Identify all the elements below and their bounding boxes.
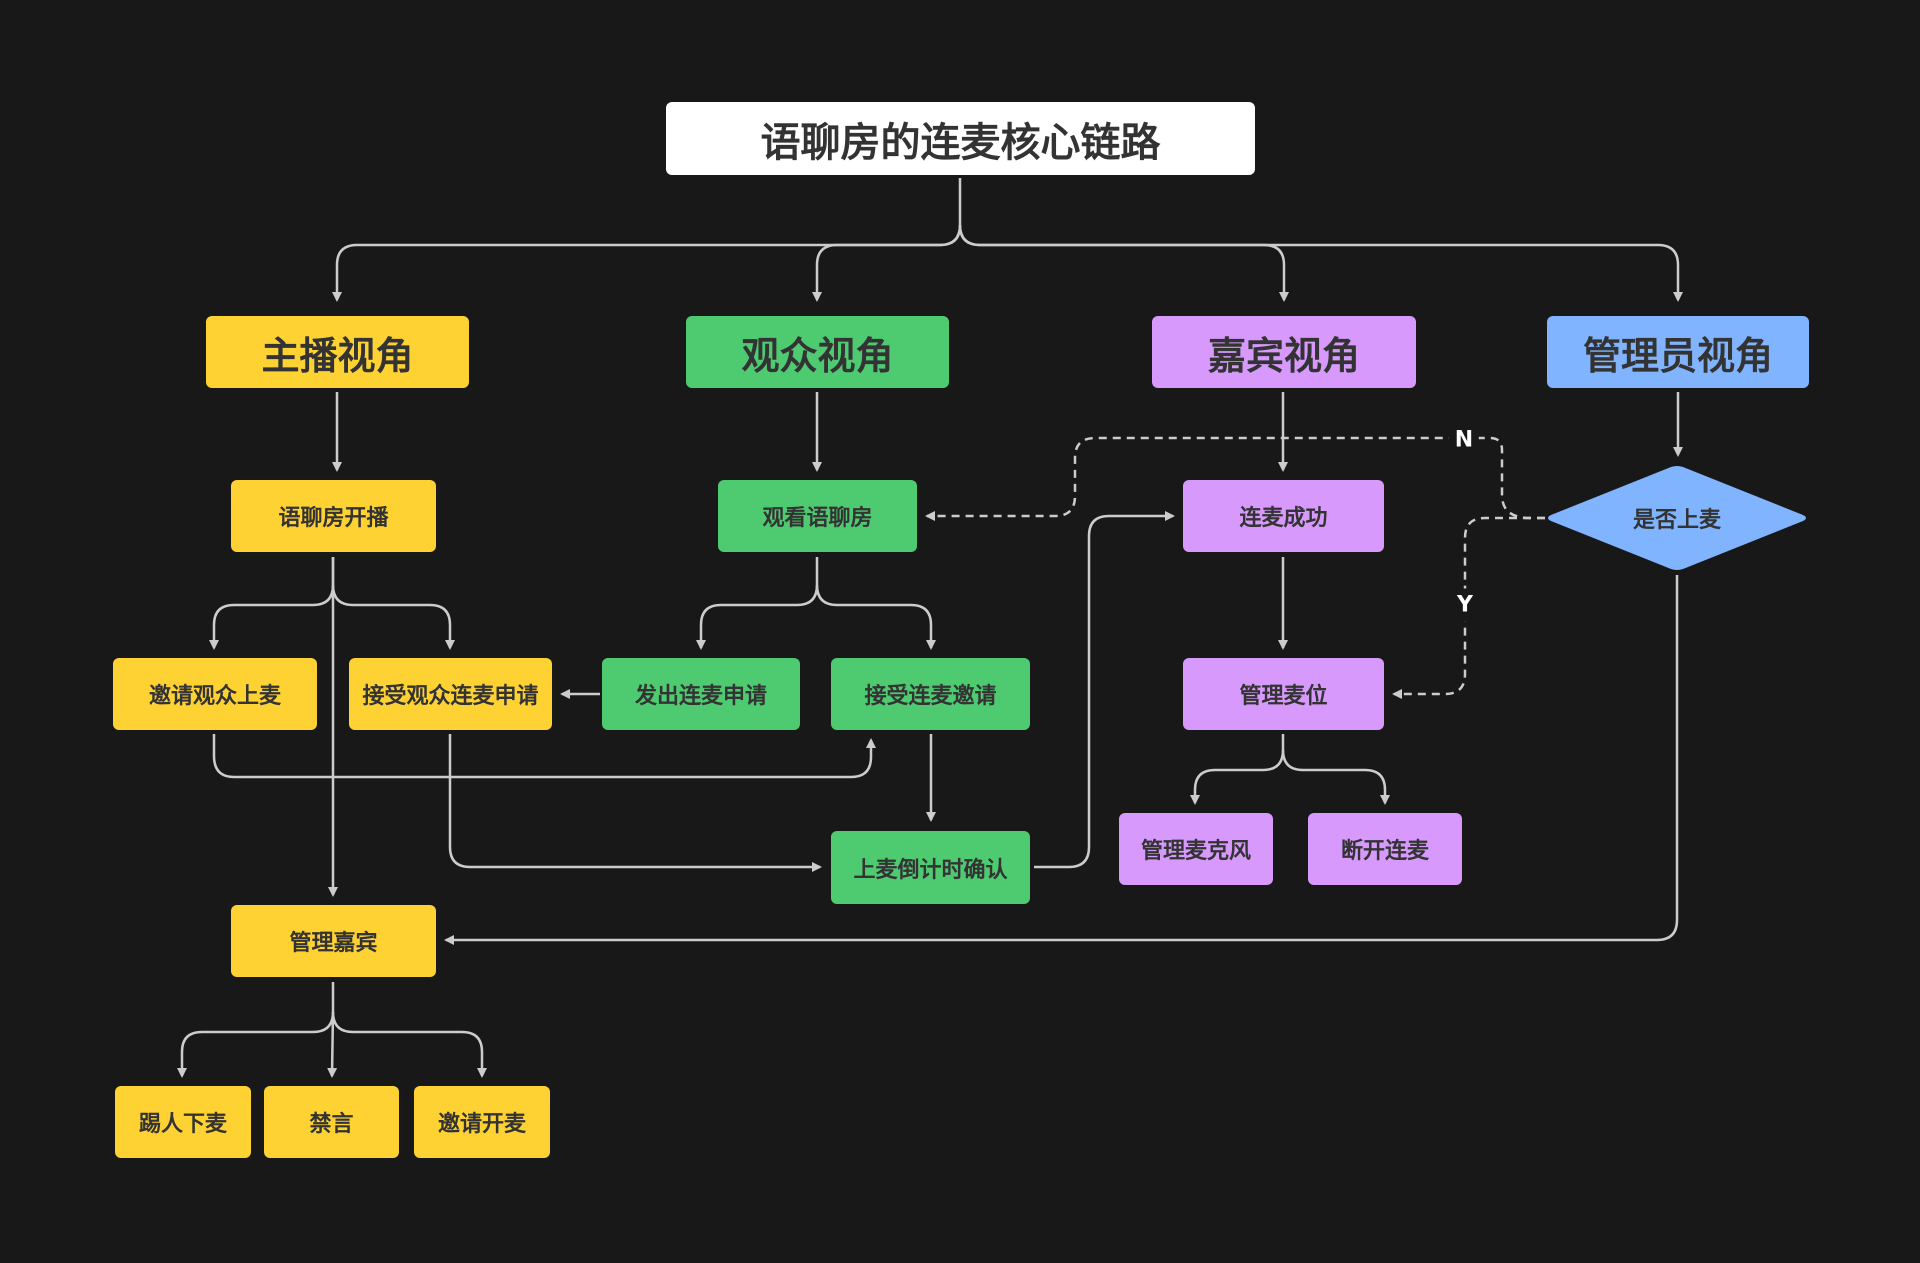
edge-invite-to-accept-invite <box>212 734 876 779</box>
node-host-start: 语聊房开播 <box>231 480 436 552</box>
edge-start-to-accept <box>331 584 455 650</box>
edge-watch-to-accept-invite <box>815 584 936 650</box>
node-audience-send-request: 发出连麦申请 <box>602 658 800 730</box>
guest-perspective: 嘉宾视角 <box>1152 316 1416 388</box>
node-audience-countdown-confirm: 上麦倒计时确认 <box>831 831 1030 904</box>
edge-accept-request-to-countdown <box>448 734 822 872</box>
node-guest-connected: 连麦成功 <box>1183 480 1384 552</box>
host-perspective: 主播视角 <box>206 316 469 388</box>
admin-decision-label: 是否上麦 <box>1632 508 1722 533</box>
node-host-invite-audience: 邀请观众上麦 <box>113 658 317 730</box>
node-audience-accept-invite: 接受连麦邀请 <box>831 658 1030 730</box>
edge-label-no: N <box>1448 427 1480 453</box>
node-guest-disconnect: 断开连麦 <box>1308 813 1462 885</box>
edge-start-to-invite <box>209 557 335 650</box>
node-host-manage-guests: 管理嘉宾 <box>231 905 436 977</box>
node-guest-manage-seat: 管理麦位 <box>1183 658 1384 730</box>
node-host-kick: 踢人下麦 <box>115 1086 251 1158</box>
edge-manage-guests-to-invite-unmute <box>331 1011 487 1078</box>
edge-title-to-guest <box>958 224 1289 302</box>
node-guest-manage-mic: 管理麦克风 <box>1119 813 1273 885</box>
node-host-mute: 禁言 <box>264 1086 399 1158</box>
diagram-title: 语聊房的连麦核心链路 <box>666 102 1255 175</box>
edge-title-to-audience <box>812 224 962 302</box>
edge-manage-seat-to-mic <box>1190 734 1285 805</box>
node-host-accept-request: 接受观众连麦申请 <box>349 658 552 730</box>
edge-label-yes: Y <box>1453 588 1477 622</box>
audience-perspective: 观众视角 <box>686 316 949 388</box>
edge-watch-to-send <box>696 557 819 650</box>
node-host-invite-unmute: 邀请开麦 <box>414 1086 550 1158</box>
edge-decision-no-to-watch <box>925 436 1545 521</box>
node-admin-decision <box>1548 466 1806 570</box>
edge-manage-guests-to-mute <box>327 1011 338 1078</box>
edge-decision-to-manage-guests <box>444 575 1679 945</box>
edge-title-to-admin <box>958 224 1683 302</box>
edge-countdown-to-connected <box>1034 511 1175 869</box>
admin-perspective: 管理员视角 <box>1547 316 1809 388</box>
edge-title-to-host <box>332 178 962 302</box>
edge-manage-guests-split <box>177 982 335 1078</box>
edge-manage-seat-to-disconnect <box>1281 749 1390 805</box>
node-audience-watch: 观看语聊房 <box>718 480 917 552</box>
